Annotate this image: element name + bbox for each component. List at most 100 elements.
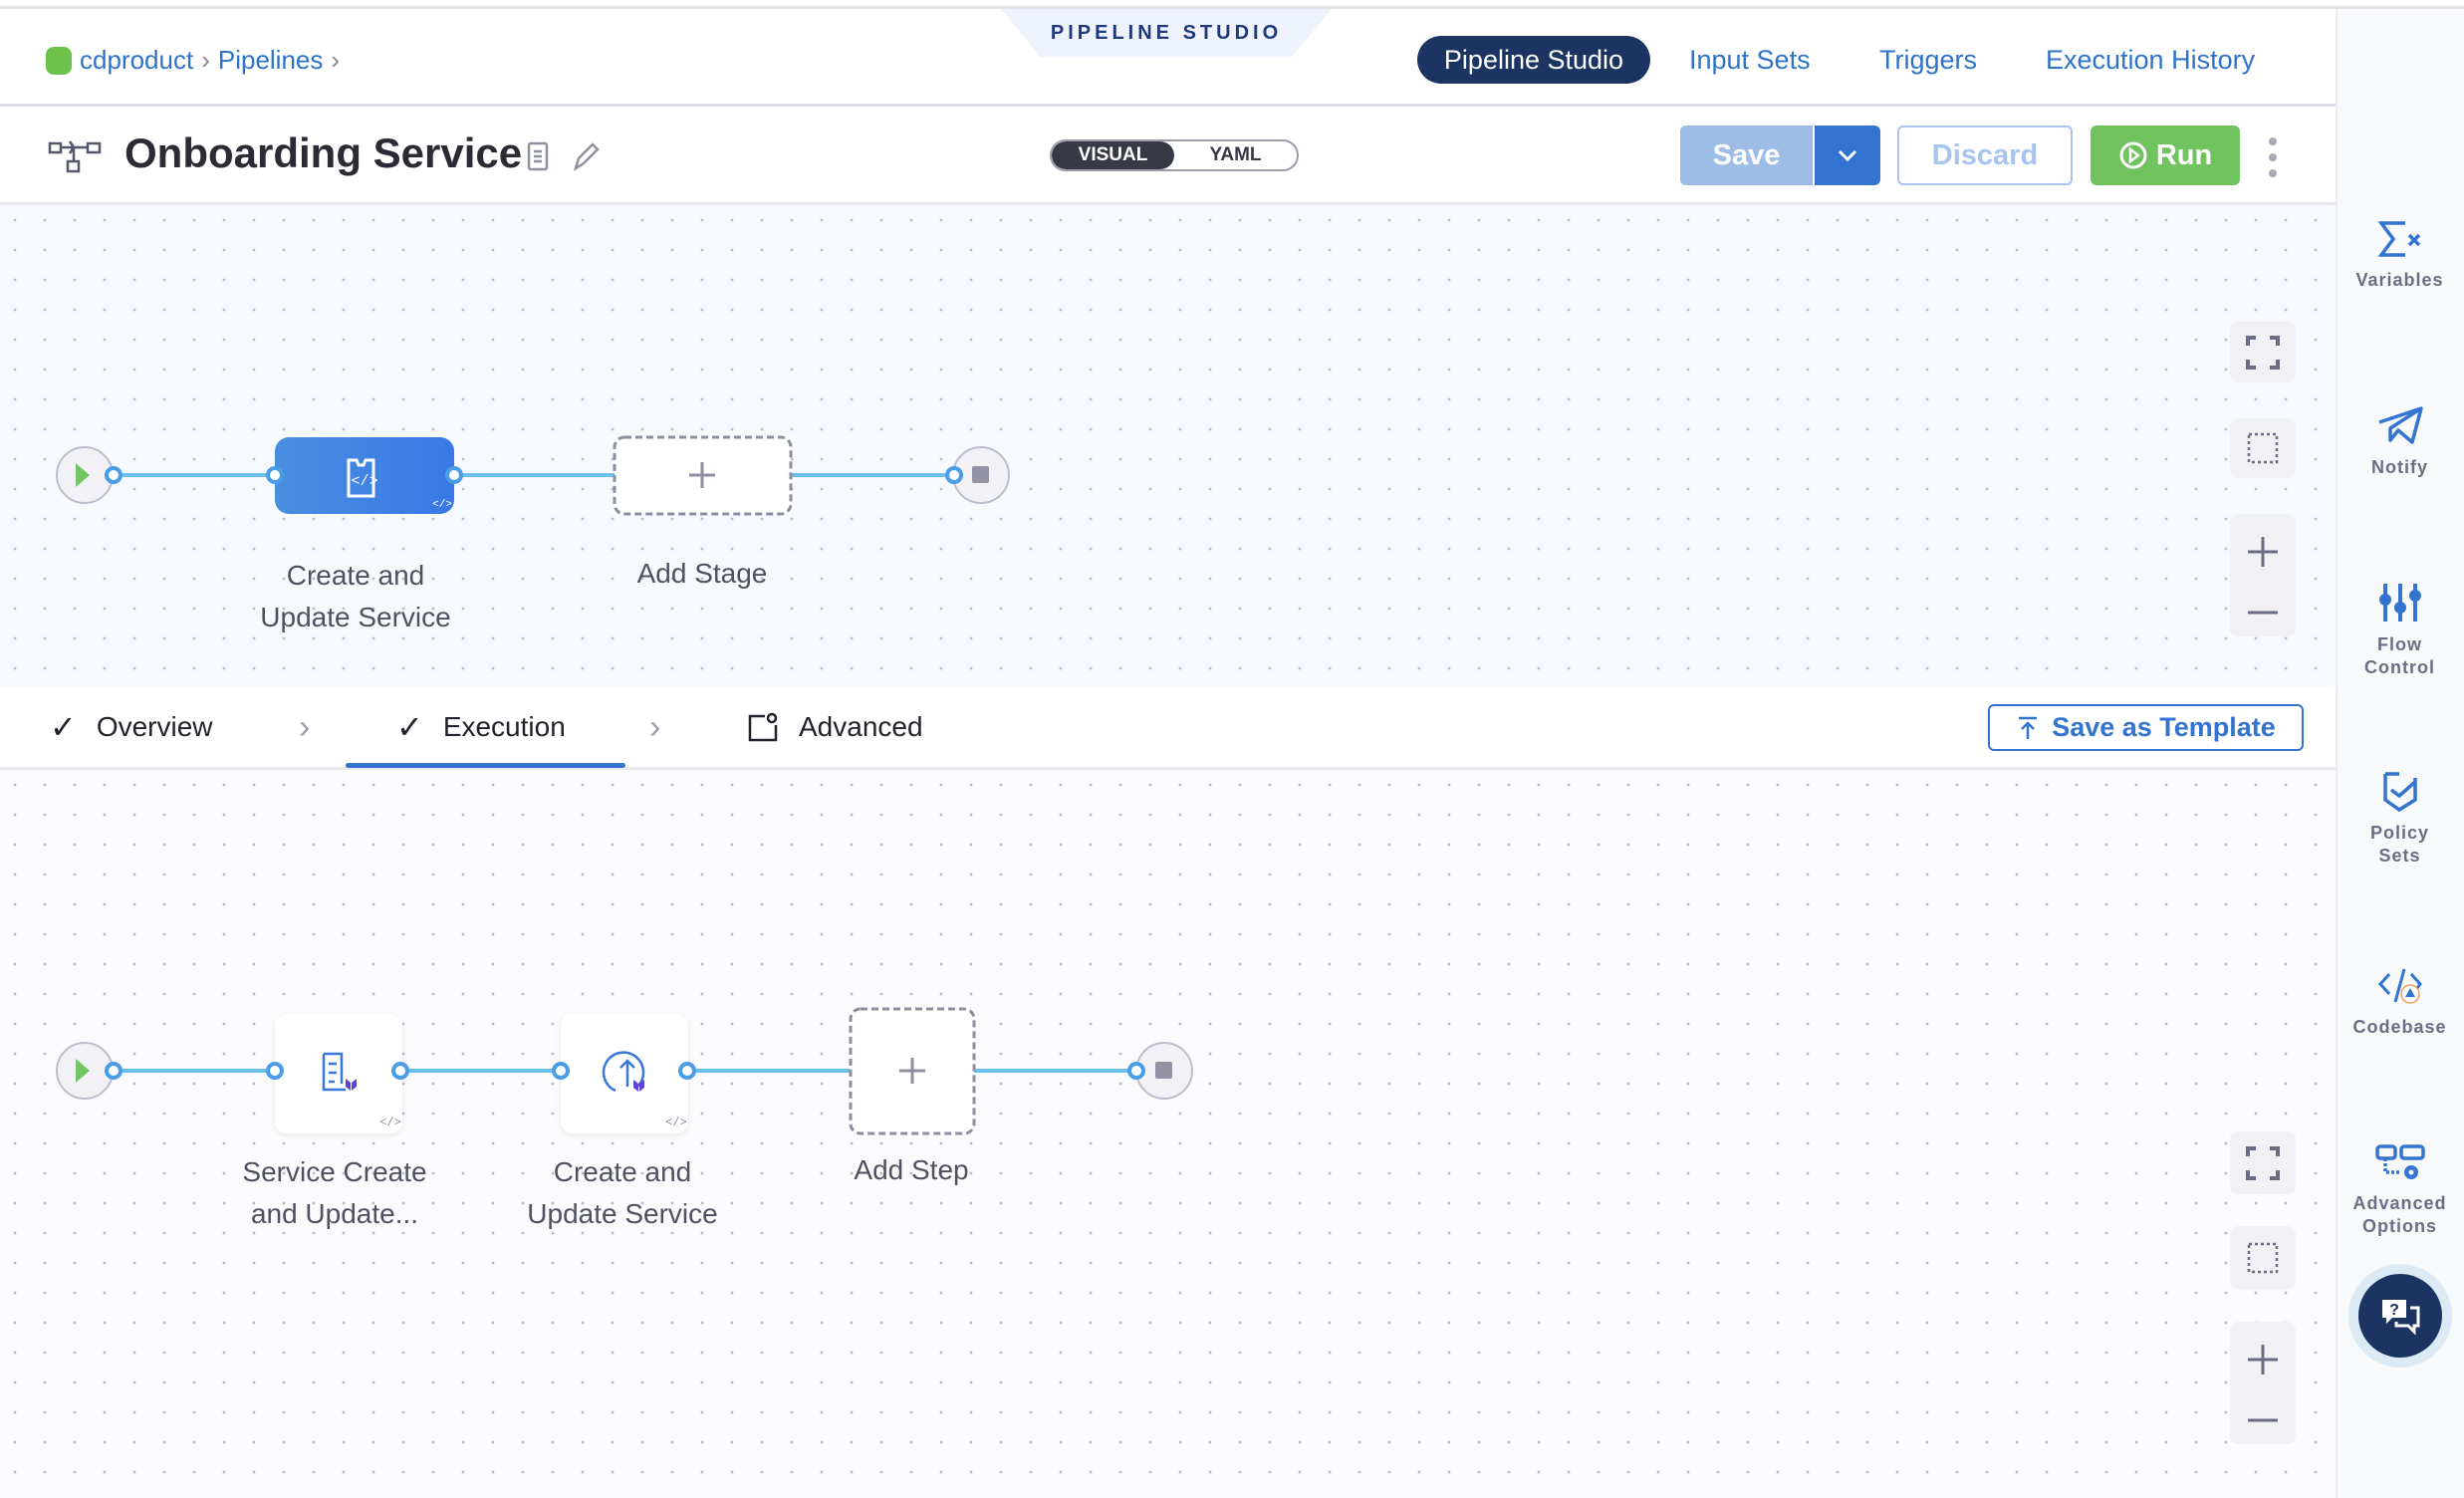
top-border: [0, 0, 2464, 9]
studio-badge: PIPELINE STUDIO: [1001, 9, 1332, 57]
sidebar-item-flow-control[interactable]: Flow Control: [2336, 582, 2464, 679]
end-node: [1135, 1042, 1193, 1100]
upload-icon: [2019, 716, 2038, 739]
flow-gear-icon: [2374, 1144, 2425, 1179]
code-icon: </>: [432, 499, 452, 511]
check-icon: ✓: [50, 709, 77, 745]
marquee-select-icon: [2247, 1242, 2279, 1273]
custom-stage-icon: [347, 458, 375, 498]
breadcrumb-project[interactable]: cdproduct: [80, 45, 194, 75]
expand-icon: [2246, 1145, 2280, 1180]
start-node[interactable]: [56, 446, 114, 504]
zoom-controls: [2230, 1322, 2296, 1444]
terraform-doc-icon: [322, 1052, 346, 1092]
active-tab-indicator: [346, 763, 625, 768]
connector-ports: [105, 1062, 1145, 1080]
step-node-service-create[interactable]: </>: [275, 1014, 402, 1133]
pipeline-icon: [48, 140, 102, 173]
start-node: [56, 1042, 114, 1100]
chevron-right-icon: ›: [331, 45, 341, 75]
chat-question-icon: ?: [2382, 1300, 2420, 1336]
stop-icon: [1155, 1062, 1172, 1079]
zoom-out-icon[interactable]: [2246, 610, 2280, 616]
right-sidebar: [2336, 9, 2464, 1498]
code-warning-icon: [2377, 968, 2422, 1004]
add-step-button[interactable]: [849, 1007, 976, 1135]
stage-graph: </> </>: [56, 435, 1010, 516]
chevron-right-icon: ›: [201, 45, 210, 75]
tab-overview[interactable]: ✓Overview: [50, 709, 213, 745]
sigma-x-icon: [2377, 221, 2420, 257]
notes-icon: [527, 141, 549, 171]
zoom-in-icon[interactable]: [2246, 1343, 2280, 1376]
play-circle-icon: [2119, 141, 2147, 169]
expand-icon: [2246, 335, 2280, 370]
fit-to-screen-button[interactable]: [2230, 322, 2296, 382]
nav-input-sets[interactable]: Input Sets: [1689, 44, 1811, 75]
play-icon: [76, 463, 90, 487]
chevron-right-icon: ›: [649, 707, 661, 746]
plus-icon: [689, 462, 715, 488]
edit-pencil-icon: [573, 142, 600, 171]
play-icon: [76, 1059, 90, 1083]
sidebar-item-variables[interactable]: Variables: [2336, 219, 2464, 292]
execution-canvas[interactable]: [0, 770, 2336, 1498]
yaml-toggle[interactable]: YAML: [1209, 144, 1262, 165]
zoom-out-icon[interactable]: [2246, 1417, 2280, 1423]
sliders-icon: [2378, 584, 2421, 622]
breadcrumb-pipelines[interactable]: Pipelines: [217, 45, 324, 75]
project-logo-icon: [46, 46, 72, 75]
visual-toggle[interactable]: VISUAL: [1052, 141, 1174, 169]
sidebar-item-policy-sets[interactable]: Policy Sets: [2336, 770, 2464, 868]
shield-check-icon: [2382, 772, 2417, 812]
paper-plane-icon: [2377, 406, 2423, 444]
chevron-right-icon: ›: [299, 707, 311, 746]
run-label: Run: [2155, 138, 2213, 171]
view-toggle[interactable]: VISUAL YAML: [1050, 139, 1299, 171]
code-icon: </>: [379, 1116, 401, 1129]
help-chat-button[interactable]: ?: [2358, 1274, 2442, 1358]
more-options-icon[interactable]: [2265, 137, 2281, 177]
add-stage-button[interactable]: [613, 435, 793, 516]
select-area-button[interactable]: [2230, 418, 2296, 478]
tab-advanced[interactable]: Advanced: [747, 687, 923, 767]
fit-to-screen-button[interactable]: [2230, 1131, 2296, 1194]
add-step-label: Add Step: [854, 1154, 969, 1185]
connector-ports: [105, 466, 963, 484]
save-options-dropdown[interactable]: [1813, 125, 1880, 185]
svg-text:?: ?: [2389, 1302, 2399, 1319]
chevron-down-icon: [1838, 149, 1857, 162]
save-as-template-button[interactable]: Save as Template: [1988, 704, 2304, 751]
pipeline-title: Onboarding Service: [124, 129, 523, 176]
nav-triggers[interactable]: Triggers: [1879, 44, 1978, 75]
stage-node-create-and-update-service[interactable]: </> </>: [275, 437, 454, 514]
nav-pipeline-studio[interactable]: Pipeline Studio: [1417, 36, 1650, 84]
breadcrumb: cdproduct › Pipelines ›: [46, 45, 340, 76]
step-node-create-and-update-service[interactable]: </>: [561, 1014, 688, 1133]
save-button[interactable]: Save: [1680, 125, 1813, 185]
stop-icon: [972, 466, 989, 483]
discard-button[interactable]: Discard: [1897, 125, 2073, 185]
sidebar-item-codebase[interactable]: Codebase: [2336, 966, 2464, 1039]
stage-tabs: ✓Overview › ✓Execution › Advanced: [0, 687, 2336, 770]
plus-icon: [899, 1058, 925, 1084]
sidebar-item-advanced-options[interactable]: Advanced Options: [2336, 1142, 2464, 1238]
sidebar-item-notify[interactable]: Notify: [2336, 406, 2464, 479]
title-actions: [527, 141, 600, 171]
marquee-select-icon: [2247, 432, 2279, 464]
svg-text:</>: </>: [351, 473, 377, 490]
code-icon: </>: [665, 1116, 687, 1129]
tab-execution[interactable]: ✓Execution: [396, 709, 566, 745]
check-icon: ✓: [396, 709, 423, 745]
nav-execution-history[interactable]: Execution History: [2046, 44, 2256, 75]
execution-graph: </> </>: [56, 1007, 1193, 1135]
add-stage-label: Add Stage: [636, 558, 768, 589]
zoom-in-icon[interactable]: [2246, 535, 2280, 569]
advanced-settings-icon: [748, 712, 778, 742]
select-area-button[interactable]: [2230, 1226, 2296, 1289]
run-button[interactable]: Run: [2091, 125, 2240, 185]
terraform-apply-icon: [602, 1051, 645, 1093]
